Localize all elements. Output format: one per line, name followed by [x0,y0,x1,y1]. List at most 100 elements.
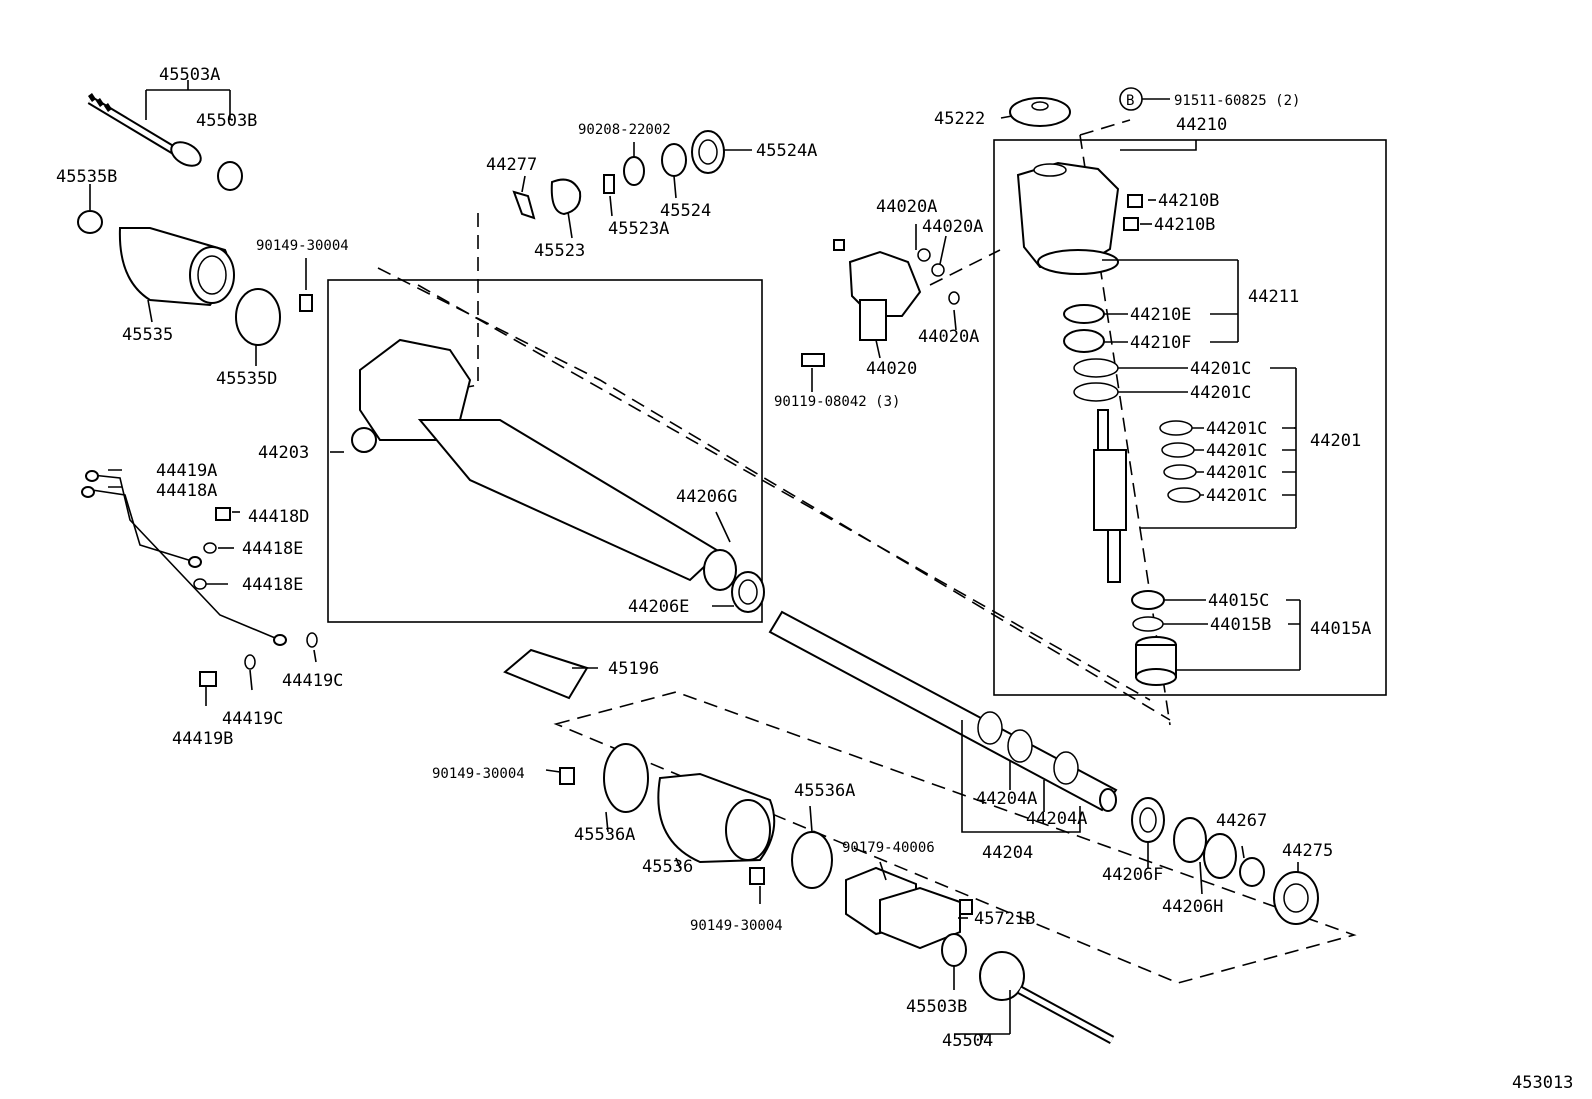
guide-nut-part [661,143,687,177]
spring-part [603,174,615,194]
part-label-45536A: 45536A [574,825,635,845]
valve-housing-part [1016,161,1120,275]
part-label-90119-08042: 90119-08042 (3) [774,394,900,410]
o-ring-part [1073,382,1119,402]
part-label-44418E: 44418E [242,539,303,559]
part-label-44201: 44201 [1310,431,1361,451]
bracket-part [845,866,961,950]
part-label-44206F: 44206F [1102,865,1163,885]
part-label-44201C: 44201C [1206,419,1267,439]
part-label-44020A: 44020A [876,197,937,217]
rack-guide-part [550,178,582,216]
part-label-44211: 44211 [1248,287,1299,307]
bolt-part [1127,194,1143,208]
part-label-45503B: 45503B [906,997,967,1017]
part-label-45503B: 45503B [196,111,257,131]
part-label-90149-30004: 90149-30004 [432,766,525,782]
callout-b-letter: B [1126,93,1134,109]
bolt-part [749,867,765,885]
rack-boot-part [657,772,776,864]
bolt-part [299,294,313,312]
housing-cap-part [1135,636,1177,686]
part-label-90208-22002: 90208-22002 [578,122,671,138]
part-label-44275: 44275 [1282,841,1333,861]
diagram-id: 453013 [1512,1073,1573,1093]
boot-group-dashed-outline [553,691,1357,984]
bolt-part [959,899,973,915]
end-stopper-part [1273,871,1319,925]
part-label-44267: 44267 [1216,811,1267,831]
part-label-90149-30004: 90149-30004 [690,918,783,934]
assembly-line [929,249,1001,286]
part-label-45523: 45523 [534,241,585,261]
rack-boot-part [118,227,235,307]
union-bolt-part [215,507,231,521]
part-label-45504: 45504 [942,1031,993,1051]
o-ring-part [1161,442,1195,458]
o-ring-part [1163,464,1197,480]
part-label-44210: 44210 [1176,115,1227,135]
part-label-44015A: 44015A [1310,619,1371,639]
snap-ring-part [1239,857,1265,887]
assembly-line [377,267,1171,721]
pin-part [833,239,845,251]
part-label-44020: 44020 [866,359,917,379]
part-label-45222: 45222 [934,109,985,129]
rack-bar-part [768,610,1118,812]
part-label-44419B: 44419B [172,729,233,749]
part-label-44204A: 44204A [1026,809,1087,829]
boot-band-part [603,743,649,813]
o-ring-part [1167,487,1201,503]
dust-cover-hole [1031,101,1049,111]
part-label-45535D: 45535D [216,369,277,389]
bolt-part [559,767,575,785]
bolt-part [801,353,825,367]
gear-housing-group-box [327,279,763,623]
part-label-44419C: 44419C [222,709,283,729]
o-ring-part [948,291,960,305]
pressure-line-tubes [81,470,287,646]
o-ring-part [1159,420,1193,436]
gasket-part [203,542,217,554]
valve-shaft-part [1093,409,1127,583]
part-label-44418A: 44418A [156,481,217,501]
part-label-44206G: 44206G [676,487,737,507]
o-ring-part [931,263,945,277]
part-label-44419C: 44419C [282,671,343,691]
part-label-45524: 45524 [660,201,711,221]
clip-part [512,190,536,220]
tie-rod-end-part [87,93,202,167]
lock-nut-part [217,161,243,191]
name-plate-part [503,648,589,700]
part-label-45503A: 45503A [159,65,220,85]
part-label-44020A: 44020A [922,217,983,237]
part-label-45721B: 45721B [974,909,1035,929]
boot-band-part [235,288,281,346]
gasket-part [306,632,318,648]
part-label-44418E: 44418E [242,575,303,595]
oil-seal-inner [1139,807,1157,833]
bearing-part [1131,590,1165,610]
part-label-44210B: 44210B [1158,191,1219,211]
o-ring-part [1073,358,1119,378]
part-label-90179-40006: 90179-40006 [842,840,935,856]
bolt-part [1123,217,1139,231]
assembly-line [417,284,1151,701]
part-label-44201C: 44201C [1190,359,1251,379]
control-valve-group-box [993,139,1387,696]
union-bolt-part [199,671,217,687]
part-label-44201C: 44201C [1206,463,1267,483]
leader-lines [89,80,1301,1040]
rack-housing-part [351,338,765,613]
seal-ring-inner [698,139,718,165]
part-label-44015B: 44015B [1210,615,1271,635]
gasket-part [193,578,207,590]
lock-nut-part [941,933,967,967]
part-label-45196: 45196 [608,659,659,679]
assembly-line [1079,119,1131,136]
part-label-44419A: 44419A [156,461,217,481]
part-label-90149-30004: 90149-30004 [256,238,349,254]
boot-clamp-part [77,210,103,234]
washer-part [623,156,645,186]
